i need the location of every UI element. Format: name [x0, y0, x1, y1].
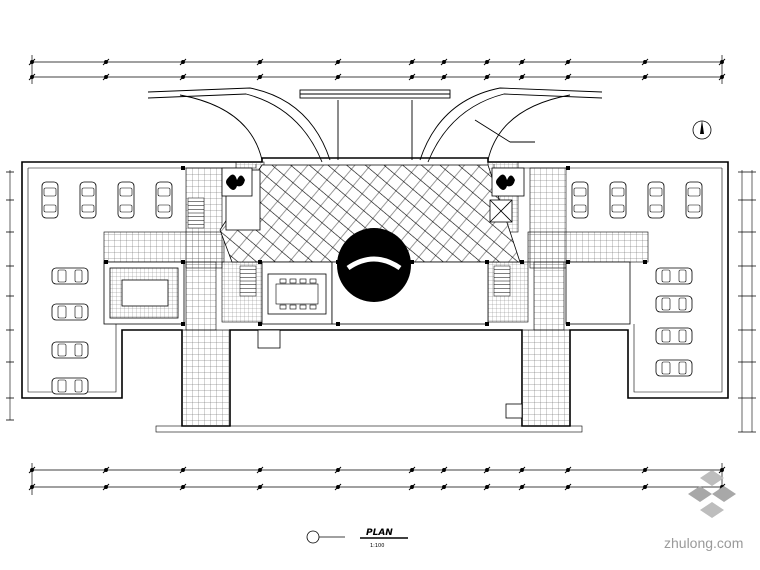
north-arrow-icon — [692, 120, 712, 140]
watermark-text: zhulong.com — [664, 535, 743, 551]
circular-feature — [337, 228, 411, 302]
plan-scale: 1:100 — [370, 543, 384, 549]
top-dimension-lines — [28, 55, 726, 84]
planter-right — [491, 167, 525, 197]
entrance-canopy — [147, 87, 603, 163]
planter-left — [221, 167, 253, 197]
top-dimension-ticks — [28, 58, 726, 81]
bottom-dimension-lines — [28, 463, 726, 495]
plan-title-text: PLAN — [366, 528, 393, 538]
side-dimension-lines — [6, 170, 756, 433]
watermark-logo: zhulong.com — [664, 470, 743, 551]
meeting-table — [275, 278, 319, 310]
columns — [104, 166, 647, 326]
stairs — [187, 197, 511, 297]
plan-title: PLAN 1:100 — [306, 528, 408, 549]
